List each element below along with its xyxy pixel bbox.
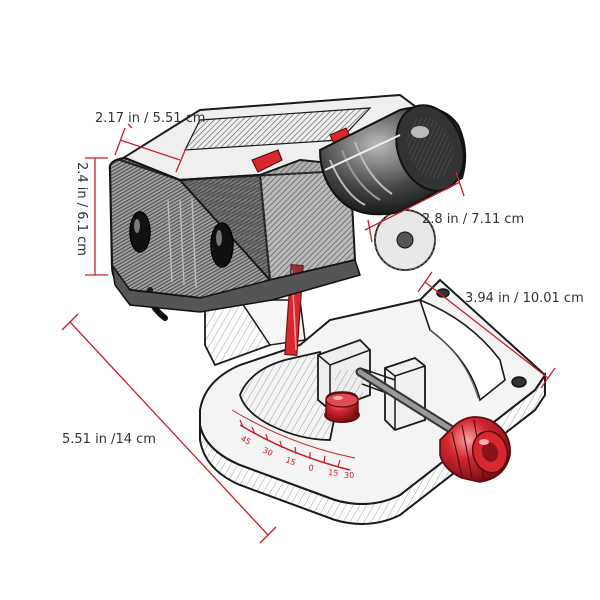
scale-label: 0 <box>308 463 315 473</box>
power-switch-icon[interactable] <box>251 149 283 173</box>
clamp-knob-icon[interactable] <box>439 416 512 483</box>
scale-label: 15 <box>284 455 297 467</box>
scale-label: 15 <box>328 468 339 478</box>
lead-screw <box>355 367 465 440</box>
lock-knob-icon[interactable] <box>324 391 360 423</box>
motor-housing <box>318 104 467 216</box>
dimension-base-width-label: 3.94 in / 10.01 cm <box>465 291 584 306</box>
angle-scale: 45 30 15 0 15 30 <box>231 409 356 480</box>
dimension-lines <box>61 123 556 544</box>
dimension-width-top-label: 2.17 in / 5.51 cm <box>95 111 205 126</box>
scale-label: 30 <box>344 471 354 480</box>
scale-label: 30 <box>261 446 274 458</box>
dimension-base-length-label: 5.51 in /14 cm <box>62 432 156 447</box>
scale-label: 45 <box>239 434 252 447</box>
dimension-motor-length-label: 2.8 in / 7.11 cm <box>422 212 524 227</box>
vise <box>317 338 465 440</box>
dimension-height-side-label: 2.4 in / 6.1 cm <box>74 162 89 256</box>
saw-blade <box>374 209 436 271</box>
